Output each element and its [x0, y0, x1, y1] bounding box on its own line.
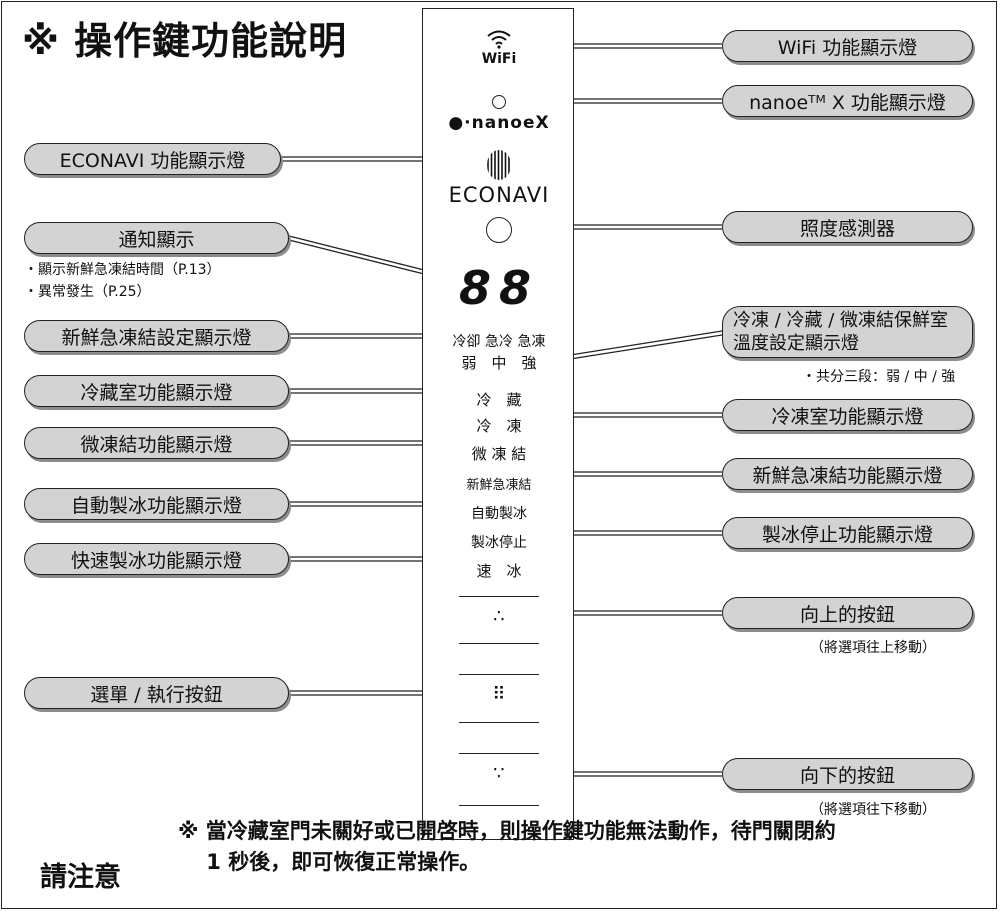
- up-button[interactable]: ∴: [493, 606, 505, 627]
- callout-nanoe: nanoeᵀᴹ X 功能顯示燈: [722, 85, 973, 117]
- page-title: ※ 操作鍵功能說明: [22, 19, 348, 63]
- nanoe-indicator-light: [492, 95, 506, 109]
- callout-fresh-freeze: 新鮮急凍結功能顯示燈: [722, 458, 973, 490]
- down-note: （將選項往下移動）: [810, 802, 936, 818]
- notice-title: 請注意: [40, 862, 121, 893]
- divider: [459, 722, 539, 723]
- divider: [459, 753, 539, 754]
- notice-line-1: ※ 當冷藏室門未關好或已開啓時，則操作鍵功能無法動作，待門關閉約: [178, 819, 836, 843]
- callout-menu-button: 選單 / 執行按鈕: [24, 677, 289, 709]
- callout-up-button: 向上的按鈕: [722, 597, 973, 629]
- control-panel: WiFi ●·nanoeX ECONAVI 88 冷卻 急冷 急凍 弱 中 強 …: [422, 8, 574, 840]
- callout-down-button: 向下的按鈕: [722, 758, 973, 790]
- callout-wifi: WiFi 功能顯示燈: [722, 30, 973, 62]
- label-auto-ice: 自動製冰: [471, 506, 527, 522]
- label-freezer: 冷 凍: [476, 417, 522, 435]
- callout-ice-stop: 製冰停止功能顯示燈: [722, 517, 973, 549]
- notice-line-2: 1 秒後，即可恢復正常操作。: [178, 850, 481, 874]
- temp-note: ・共分三段：弱 / 中 / 強: [802, 369, 956, 385]
- notify-note-1: ・顯示新鮮急凍結時間（P.13）: [24, 262, 221, 278]
- down-button[interactable]: ∵: [493, 763, 505, 784]
- segment-display: 88: [458, 261, 539, 315]
- label-fridge: 冷 藏: [476, 391, 522, 409]
- mode-row-top: 冷卻 急冷 急凍: [452, 334, 546, 350]
- temp-line-1: 冷凍 / 冷藏 / 微凍結保鮮室: [733, 310, 949, 331]
- light-sensor: [486, 217, 512, 243]
- divider: [459, 643, 539, 644]
- notice-text: ※ 當冷藏室門未關好或已開啓時，則操作鍵功能無法動作，待門關閉約 1 秒後，即可…: [178, 816, 978, 878]
- divider: [459, 596, 539, 597]
- wifi-label: WiFi: [481, 51, 517, 67]
- nanoe-logo: ●·nanoeX: [448, 113, 550, 133]
- callout-auto-ice: 自動製冰功能顯示燈: [24, 488, 289, 520]
- callout-fridge: 冷藏室功能顯示燈: [24, 375, 289, 407]
- up-note: （將選項往上移動）: [810, 640, 936, 656]
- temp-line-2: 溫度設定顯示燈: [733, 333, 859, 354]
- wifi-icon: [487, 30, 511, 49]
- econavi-sensor-icon: [487, 150, 510, 180]
- label-fresh-freeze: 新鮮急凍結: [466, 478, 532, 493]
- mode-row-level: 弱 中 強: [461, 354, 537, 372]
- label-micro-freeze: 微 凍 結: [471, 445, 527, 463]
- callout-econavi: ECONAVI 功能顯示燈: [24, 143, 281, 175]
- callout-light-sensor: 照度感測器: [722, 211, 973, 243]
- callout-notify: 通知顯示: [24, 222, 289, 254]
- callout-temp-setting: 冷凍 / 冷藏 / 微凍結保鮮室 溫度設定顯示燈: [722, 306, 973, 358]
- divider: [459, 674, 539, 675]
- divider: [459, 805, 539, 806]
- callout-micro-freeze: 微凍結功能顯示燈: [24, 427, 289, 459]
- callout-fast-ice: 快速製冰功能顯示燈: [24, 543, 289, 575]
- notify-note-2: ・異常發生（P.25）: [24, 284, 151, 300]
- label-fast-ice: 速 冰: [476, 562, 522, 580]
- econavi-logo: ECONAVI: [448, 183, 550, 207]
- menu-button[interactable]: ⠿: [492, 684, 506, 705]
- callout-freezer: 冷凍室功能顯示燈: [722, 399, 973, 431]
- label-ice-stop: 製冰停止: [471, 535, 527, 551]
- callout-fresh-setting: 新鮮急凍結設定顯示燈: [24, 320, 289, 352]
